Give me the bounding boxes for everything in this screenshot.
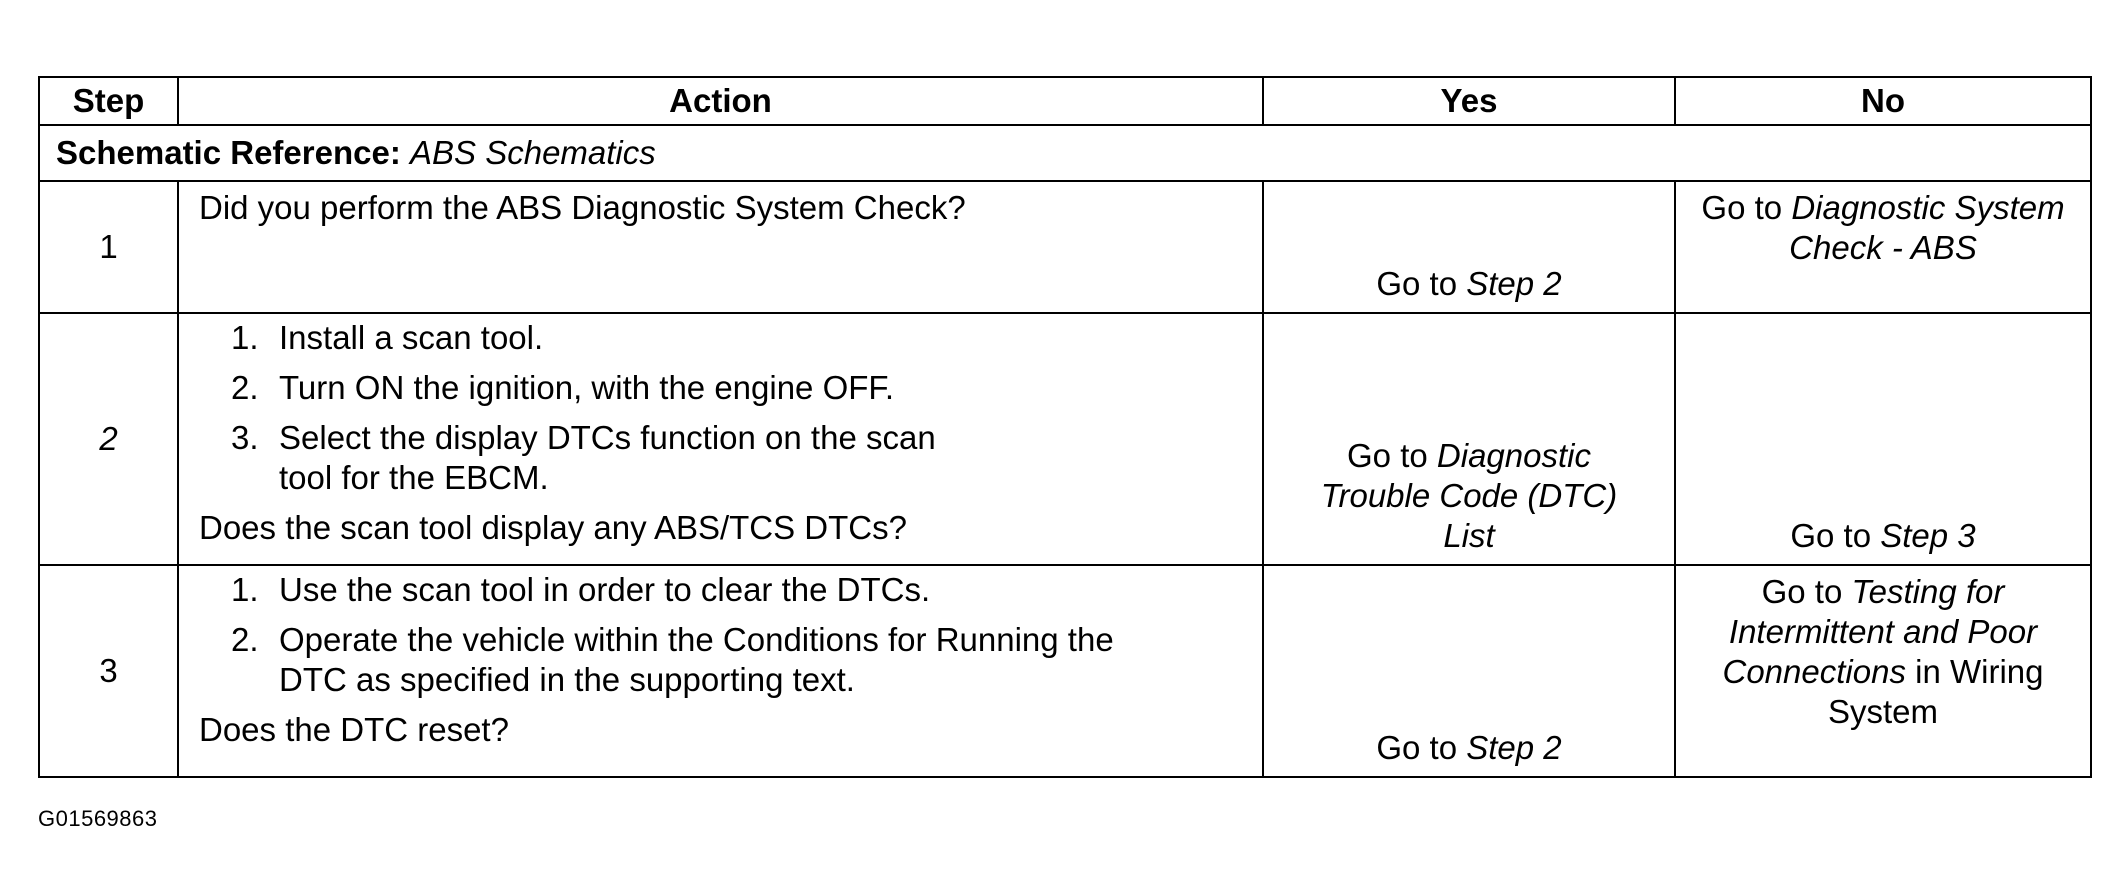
substep-number: 1. [231,319,259,356]
substep-item: 3. Select the display DTCs function on t… [199,418,1250,498]
substep-list: 1. Use the scan tool in order to clear t… [199,570,1250,700]
no-suffix: in Wiring System [1827,653,2044,730]
step-number: 2 [38,312,179,566]
schematic-reference-row: Schematic Reference: ABS Schematics [38,124,2092,182]
step-number: 3 [38,564,179,778]
table-row: 2 1. Install a scan tool. 2. Turn ON the… [38,312,2092,566]
yes-cell: Go to Step 2 [1262,564,1676,778]
diagnostic-table: Step Action Yes No Schematic Reference: … [38,76,2092,778]
no-prefix: Go to [1701,189,1783,226]
substep-number: 1. [231,571,259,608]
substep-text: Use the scan tool in order to clear the … [279,571,931,608]
substep-text: Select the display DTCs function on the … [279,419,936,496]
action-cell: 1. Use the scan tool in order to clear t… [177,564,1264,778]
table-header-row: Step Action Yes No [38,76,2092,126]
figure-id: G01569863 [38,806,158,831]
table-row: 1 Did you perform the ABS Diagnostic Sys… [38,180,2092,314]
no-link[interactable]: Testing for Intermittent and Poor Connec… [1722,573,2038,690]
yes-link[interactable]: Diagnostic Trouble Code (DTC) List [1320,437,1618,554]
substep-item: 2. Operate the vehicle within the Condit… [199,620,1250,700]
yes-prefix: Go to [1376,729,1458,766]
substep-text: Operate the vehicle within the Condition… [279,621,1114,698]
header-yes: Yes [1262,76,1676,126]
no-cell: Go to Diagnostic System Check - ABS [1674,180,2092,314]
substep-text: Install a scan tool. [279,319,544,356]
no-link[interactable]: Step 3 [1880,517,1976,554]
substep-item: 2. Turn ON the ignition, with the engine… [199,368,1250,408]
schematic-reference-label: Schematic Reference: [56,134,401,171]
yes-prefix: Go to [1376,265,1458,302]
no-cell: Go to Testing for Intermittent and Poor … [1674,564,2092,778]
no-prefix: Go to [1761,573,1843,610]
yes-prefix: Go to [1347,437,1428,474]
header-no: No [1674,76,2092,126]
substep-number: 2. [231,369,259,406]
action-question: Does the DTC reset? [199,711,509,748]
action-cell: Did you perform the ABS Diagnostic Syste… [177,180,1264,314]
substep-item: 1. Install a scan tool. [199,318,1250,358]
table-row: 3 1. Use the scan tool in order to clear… [38,564,2092,778]
action-cell: 1. Install a scan tool. 2. Turn ON the i… [177,312,1264,566]
no-cell: Go to Step 3 [1674,312,2092,566]
schematic-reference: Schematic Reference: ABS Schematics [38,124,2092,182]
no-prefix: Go to [1790,517,1872,554]
substep-number: 2. [231,621,259,658]
header-step: Step [38,76,179,126]
yes-cell: Go to Step 2 [1262,180,1676,314]
no-link[interactable]: Diagnostic System Check - ABS [1789,189,2065,266]
action-question: Does the scan tool display any ABS/TCS D… [199,509,907,546]
schematic-reference-link[interactable]: ABS Schematics [410,134,656,171]
substep-number: 3. [231,419,259,456]
substep-text: Turn ON the ignition, with the engine OF… [279,369,895,406]
yes-link[interactable]: Step 2 [1466,729,1562,766]
step-number: 1 [38,180,179,314]
action-question: Did you perform the ABS Diagnostic Syste… [199,189,966,226]
yes-link[interactable]: Step 2 [1466,265,1562,302]
header-action: Action [177,76,1264,126]
substep-item: 1. Use the scan tool in order to clear t… [199,570,1250,610]
substep-list: 1. Install a scan tool. 2. Turn ON the i… [199,318,1250,498]
yes-cell: Go to Diagnostic Trouble Code (DTC) List [1262,312,1676,566]
